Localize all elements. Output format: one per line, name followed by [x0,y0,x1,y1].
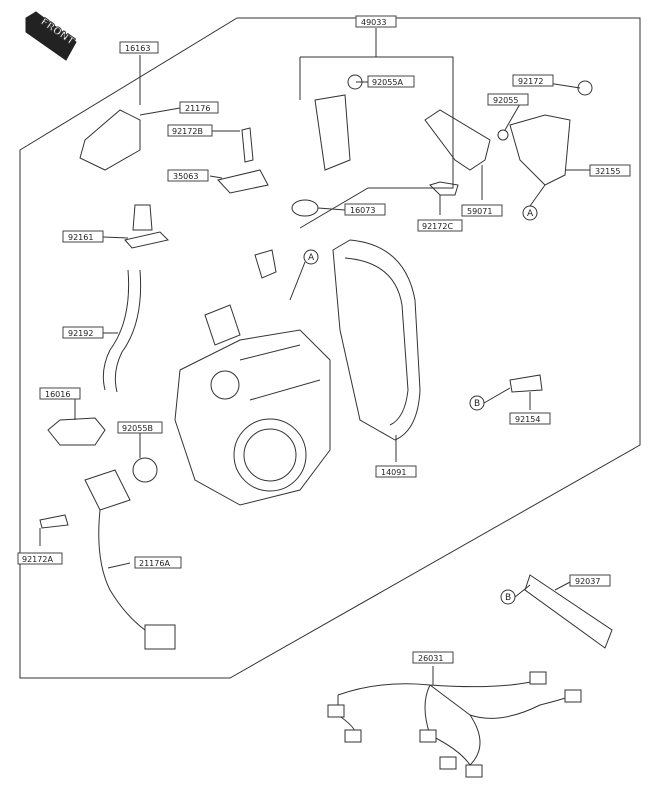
harness-main [337,679,576,766]
label-92172B: 92172B [167,124,213,137]
reference-letters: A A B B [308,209,534,603]
part-number: 16016 [45,390,70,399]
part-number: 92055A [372,78,403,87]
bolt-92172C [429,181,459,196]
bracket-strap [524,574,613,649]
bolt-92172B [241,127,254,163]
label-92172: 92172 [512,74,554,87]
label-59071: 59071 [461,204,503,217]
part-number: 92172A [22,555,53,564]
oring-92055B [132,457,158,483]
label-26031: 26031 [412,651,454,664]
ref-letter: A [308,253,315,263]
label-14091: 14091 [375,465,417,478]
label-32155: 32155 [589,164,631,177]
label-92037: 92037 [569,574,611,587]
bracket-32155 [509,114,571,186]
label-92161: 92161 [62,230,104,243]
lead-connector [144,624,176,650]
label-21176: 21176 [179,101,219,114]
part-number: 92161 [68,233,93,242]
label-16073: 16073 [344,203,386,216]
label-92055B: 92055B [117,421,163,434]
part-number: 92037 [575,577,600,586]
leader-ref-a2 [529,184,546,207]
ref-letter: B [474,399,480,409]
part-number: 21176A [139,559,170,568]
part-number: 26031 [418,654,443,663]
part-labels: 16163 21176 92172B 35063 92161 92192 160… [17,15,631,664]
part-number: 92154 [515,415,540,424]
pump-59071 [424,109,491,171]
plate-35063 [217,169,269,194]
label-92154: 92154 [509,412,551,425]
idle-valve [47,417,106,446]
leader-ref-b [483,387,511,404]
cover-inner [344,257,409,426]
part-number: 59071 [467,207,492,216]
leader-ref-a1 [289,261,306,301]
lead-sensor-body [84,469,131,511]
ref-letter: B [505,593,511,603]
part-number: 21176 [185,104,210,113]
part-number: 92055B [122,424,153,433]
label-92055A: 92055A [367,75,415,88]
throttle-cover [332,239,421,441]
subassembly-bracket [299,56,454,229]
oring-92055 [497,129,509,141]
part-number: 92172C [422,222,453,231]
part-number: 92055 [493,96,518,105]
part-number: 32155 [595,167,620,176]
bolt-92172A [39,514,69,529]
lead-wire [98,509,146,631]
ref-letter: A [527,209,534,219]
sensor-flange [124,231,169,249]
label-92055: 92055 [487,93,529,106]
label-16016: 16016 [39,387,81,400]
injector-body [314,94,351,171]
harness-connectors [327,671,582,778]
part-number: 16073 [350,206,375,215]
part-number: 92172B [172,127,203,136]
part-number: 92172 [518,77,543,86]
ref-mark-a-1 [303,249,319,265]
label-92192: 92192 [62,326,104,339]
label-92172A: 92172A [17,552,63,565]
assembly-boundary [19,17,641,679]
part-number: 92192 [68,329,93,338]
bolt-92154 [509,374,543,393]
sensor-nipple [132,204,153,231]
part-number: 16163 [125,44,150,53]
label-92172C: 92172C [417,219,463,232]
label-21176A: 21176A [134,556,182,569]
sensor-unit [79,109,141,171]
hose-92192 [102,269,142,393]
screw-92172 [577,80,593,96]
label-16163: 16163 [119,41,159,54]
throttle-body [174,249,331,506]
part-number: 49033 [361,18,386,27]
part-number: 35063 [173,172,198,181]
label-49033: 49033 [355,15,397,28]
leader-ref-b2 [514,584,531,598]
seal-16073 [291,199,319,217]
front-orientation-badge: FRONT [25,11,77,61]
label-35063: 35063 [167,169,209,182]
part-number: 14091 [381,468,406,477]
